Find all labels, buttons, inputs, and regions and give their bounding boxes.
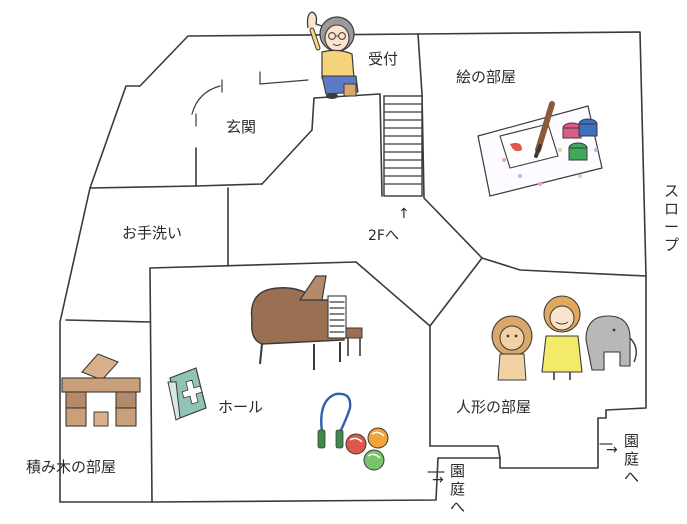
stairs — [383, 95, 423, 197]
garden-bottom-label: → 園 庭 へ — [432, 462, 465, 516]
room-labels: 受付 玄関 絵の部屋 お手洗い ↑ 2Fへ ホール 人形の部屋 積み木の部屋 — [26, 50, 531, 476]
hall-left-wall — [149, 267, 153, 503]
outer-wall — [59, 31, 647, 503]
reception-wall — [261, 93, 381, 185]
walls — [59, 31, 647, 503]
stairs-arrow: ↑ — [398, 206, 410, 222]
hall-right-wall — [355, 261, 431, 447]
jump-rope-icon — [317, 392, 352, 449]
wooden-blocks-icon — [61, 353, 141, 427]
garden-right-label: → 園 庭 へ — [606, 432, 639, 486]
stairs-label: 2Fへ — [368, 228, 399, 244]
entrance-wall — [195, 147, 263, 187]
entrance-label: 玄関 — [226, 118, 256, 136]
slope-char-4: プ — [664, 236, 679, 254]
slope-label: ス ロ ー プ — [664, 182, 679, 254]
art-room-bottom-wall — [481, 257, 647, 277]
garden-right-char-2: 庭 — [624, 450, 639, 468]
doll-room-wall — [429, 445, 501, 459]
garden-right-char-3: へ — [624, 468, 639, 486]
hall-label: ホール — [218, 398, 263, 416]
garden-bottom-char-3: へ — [450, 498, 465, 516]
slope-char-3: ー — [664, 218, 679, 236]
slope-char-2: ロ — [664, 200, 679, 218]
garden-bottom-arrow: → — [432, 472, 444, 488]
garden-opening-ticks — [427, 443, 613, 473]
stairs-wall — [379, 33, 483, 327]
washroom-top-wall — [89, 185, 197, 189]
garden-bottom-char-1: 園 — [450, 462, 465, 480]
doll-room-label: 人形の部屋 — [456, 398, 531, 416]
slope-char-1: ス — [664, 182, 679, 200]
ball-icon — [345, 427, 389, 471]
person-waving-icon — [306, 11, 359, 99]
first-aid-book-icon — [167, 367, 207, 421]
garden-right-char-1: 園 — [624, 432, 639, 450]
entrance-door — [191, 71, 309, 127]
art-room-label: 絵の部屋 — [456, 68, 516, 86]
washroom-label: お手洗い — [122, 224, 182, 242]
reception-label: 受付 — [368, 50, 398, 68]
stuffed-animals-icon — [491, 295, 637, 381]
paint-set-icon — [477, 101, 603, 197]
grand-piano-icon — [250, 275, 363, 370]
garden-right-arrow: → — [606, 442, 618, 458]
garden-bottom-char-2: 庭 — [450, 480, 465, 498]
block-room-label: 積み木の部屋 — [26, 458, 116, 476]
washroom-bottom-wall — [65, 319, 151, 323]
hall-top-wall — [149, 261, 357, 269]
